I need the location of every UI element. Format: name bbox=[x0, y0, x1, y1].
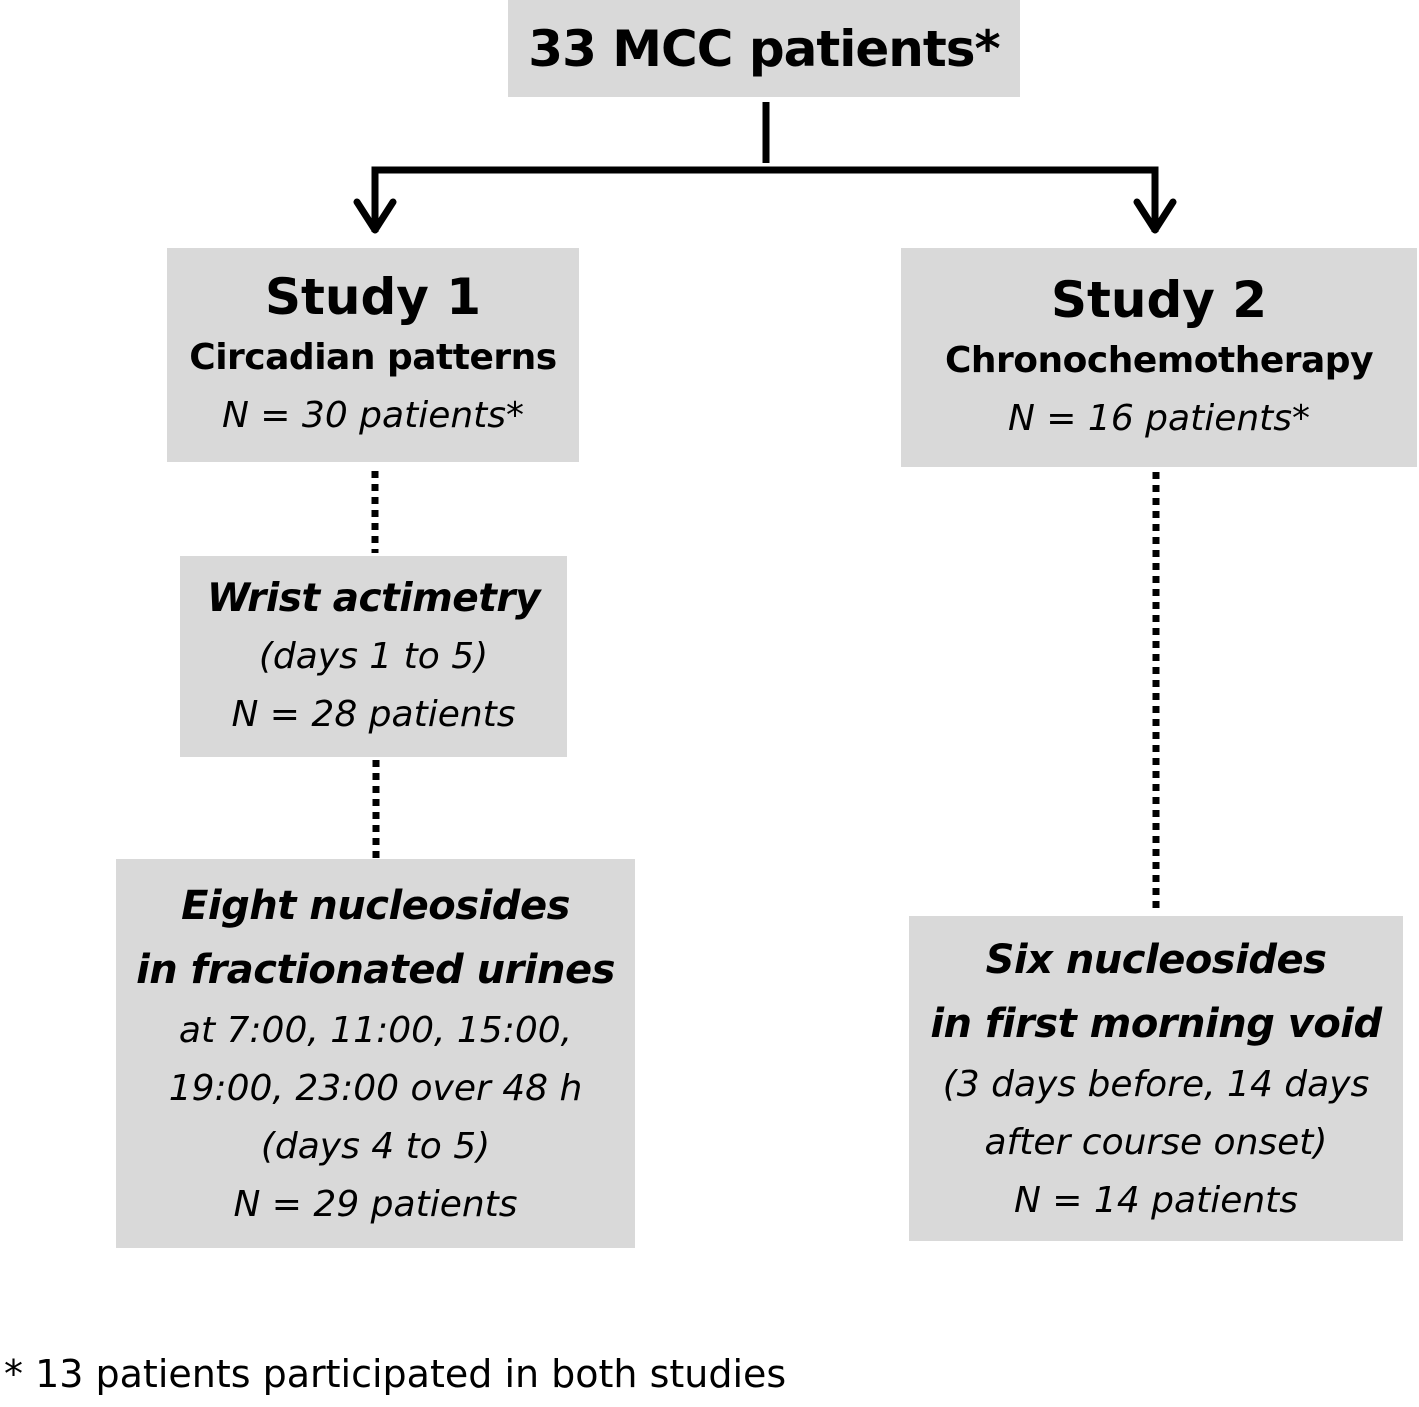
wrist-actimetry-days: (days 1 to 5) bbox=[258, 635, 489, 677]
six-nucleosides-title-2: in first morning void bbox=[930, 1000, 1382, 1047]
study2-title: Study 2 bbox=[1050, 270, 1268, 329]
split-bar-line bbox=[371, 166, 1159, 232]
arrowhead-study1 bbox=[353, 198, 397, 234]
eight-nucleosides-title-2: in fractionated urines bbox=[136, 946, 615, 993]
wrist-actimetry-count: N = 28 patients bbox=[231, 693, 516, 735]
study2-count: N = 16 patients* bbox=[1007, 397, 1311, 439]
footnote: * 13 patients participated in both studi… bbox=[4, 1352, 787, 1396]
six-nucleosides-detail-2: after course onset) bbox=[984, 1121, 1328, 1163]
arrowhead-study2 bbox=[1133, 198, 1177, 234]
wrist-actimetry-title: Wrist actimetry bbox=[206, 575, 541, 621]
six-nucleosides-count: N = 14 patients bbox=[1013, 1179, 1299, 1221]
eight-nucleosides-title-1: Eight nucleosides bbox=[181, 882, 570, 929]
study1-subtitle: Circadian patterns bbox=[189, 337, 557, 378]
study1-count: N = 30 patients* bbox=[221, 395, 525, 436]
study2-box: Study 2 Chronochemotherapy N = 16 patien… bbox=[901, 248, 1417, 467]
study2-subtitle: Chronochemotherapy bbox=[944, 339, 1374, 381]
six-nucleosides-detail-1: (3 days before, 14 days bbox=[942, 1063, 1370, 1105]
total-patients-box: 33 MCC patients* bbox=[508, 0, 1020, 97]
eight-nucleosides-detail-2: 19:00, 23:00 over 48 h bbox=[168, 1067, 583, 1109]
six-nucleosides-title-1: Six nucleosides bbox=[985, 936, 1327, 983]
eight-nucleosides-count: N = 29 patients bbox=[233, 1183, 518, 1225]
eight-nucleosides-box: Eight nucleosides in fractionated urines… bbox=[116, 859, 635, 1248]
eight-nucleosides-days: (days 4 to 5) bbox=[260, 1125, 491, 1167]
eight-nucleosides-detail-1: at 7:00, 11:00, 15:00, bbox=[178, 1009, 573, 1051]
six-nucleosides-box: Six nucleosides in first morning void (3… bbox=[909, 916, 1403, 1241]
wrist-actimetry-box: Wrist actimetry (days 1 to 5) N = 28 pat… bbox=[180, 556, 567, 757]
study1-box: Study 1 Circadian patterns N = 30 patien… bbox=[167, 248, 579, 462]
total-patients-label: 33 MCC patients* bbox=[528, 19, 1000, 78]
study1-title: Study 1 bbox=[264, 268, 482, 326]
